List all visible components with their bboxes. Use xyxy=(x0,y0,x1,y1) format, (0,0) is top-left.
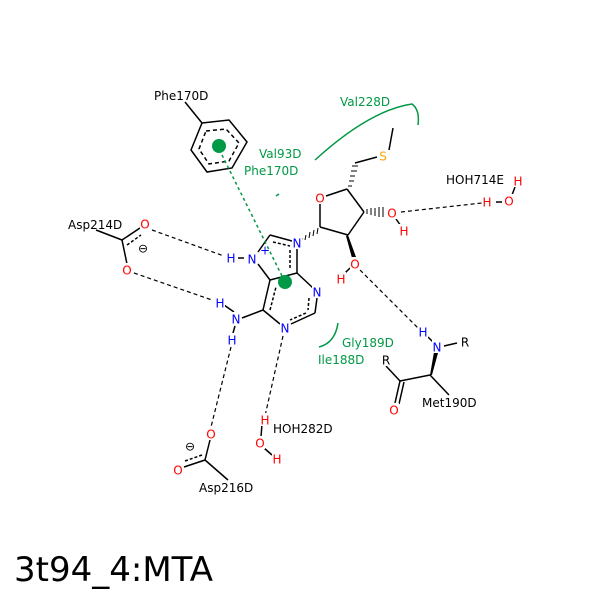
val93-arc xyxy=(275,193,280,197)
label-val228: Val228D xyxy=(340,95,390,109)
hydrogen-bonds xyxy=(133,202,483,428)
hbond-o3-hoh714 xyxy=(400,202,483,213)
atom-o-label: H xyxy=(336,273,345,287)
atom-o-label: H xyxy=(260,414,269,428)
atom-o-label: O xyxy=(504,195,513,209)
atom-s-label: S xyxy=(379,150,387,164)
label-met190: Met190D xyxy=(422,396,477,410)
atom-n-label: H xyxy=(418,326,427,340)
phe170-ring-aromatic xyxy=(198,128,240,165)
hbond-n6-asp216 xyxy=(210,346,232,428)
adenine-ring-centroid xyxy=(278,275,292,289)
label-phe170-ring: Phe170D xyxy=(154,89,208,103)
hbond-asp214-n7 xyxy=(151,229,225,257)
atom-n-label: N xyxy=(281,322,290,336)
atom-n-label: H xyxy=(215,297,224,311)
ligand-bonds xyxy=(95,101,516,481)
label-asp216: Asp216D xyxy=(199,481,253,495)
atom-n-label: N xyxy=(232,313,241,327)
atom-c-label: R xyxy=(461,336,469,350)
atom-o-label: O xyxy=(315,192,324,206)
hbond-o2-met190 xyxy=(359,269,421,331)
label-hoh714: HOH714E xyxy=(446,173,504,187)
atom-n-label: + xyxy=(260,244,270,258)
label-ile188: Ile188D xyxy=(318,353,364,367)
label-val93: Val93D xyxy=(259,147,301,161)
atom-o-label: H xyxy=(482,196,491,210)
phe170-ring xyxy=(190,119,248,173)
atom-o-label: H xyxy=(513,175,522,189)
atom-c-label: R xyxy=(382,354,390,368)
atom-n-label: N xyxy=(313,286,322,300)
atom-o-label: O xyxy=(387,207,396,221)
atom-o-label: H xyxy=(399,225,408,239)
atom-o-label: O xyxy=(350,258,359,272)
label-hoh282: HOH282D xyxy=(273,422,333,436)
atom-n-label: H xyxy=(227,334,236,348)
atom-n-label: H xyxy=(226,252,235,266)
atom-c-label: ⊖ xyxy=(185,440,195,454)
page-title: 3t94_4:MTA xyxy=(14,550,214,590)
atom-o-label: O xyxy=(389,404,398,418)
atom-o-label: O xyxy=(206,428,215,442)
label-asp214: Asp214D xyxy=(68,218,122,232)
hbond-n1-hoh282 xyxy=(264,335,284,417)
atom-n-label: N xyxy=(248,253,257,267)
gly189-arc xyxy=(318,322,339,348)
hbond-asp214-n6 xyxy=(133,272,213,301)
atom-c-label: ⊖ xyxy=(138,242,148,256)
pi-stacking-line xyxy=(221,154,285,281)
label-gly189: Gly189D xyxy=(342,336,394,350)
atom-n-label: N xyxy=(433,341,442,355)
hydrophobic-contacts xyxy=(221,103,420,348)
atom-o-label: O xyxy=(255,437,264,451)
atom-o-label: O xyxy=(140,218,149,232)
atom-o-label: O xyxy=(122,264,131,278)
atom-n-label: N xyxy=(293,237,302,251)
phe170-ring-centroid xyxy=(212,139,226,153)
label-phe170-contact: Phe170D xyxy=(244,164,298,178)
atom-o-label: O xyxy=(173,464,182,478)
val228-arc xyxy=(314,103,420,161)
atom-o-label: H xyxy=(272,453,281,467)
